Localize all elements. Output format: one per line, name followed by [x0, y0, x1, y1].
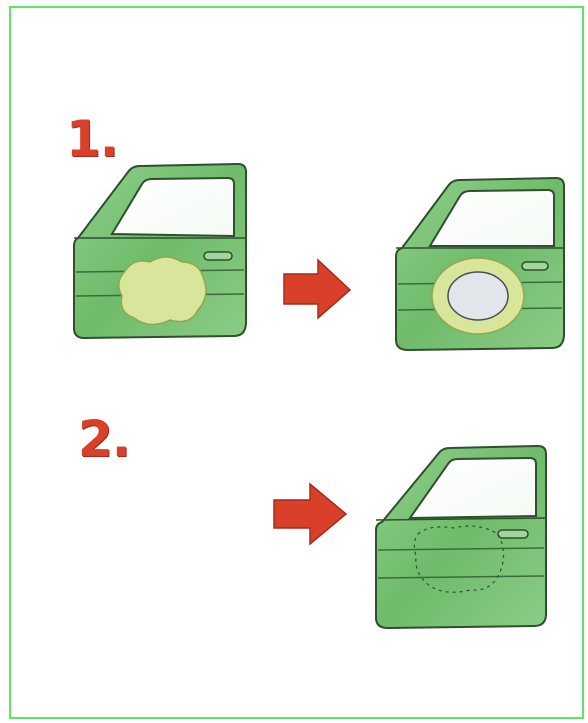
arrow-right-icon [284, 260, 350, 318]
arrow-right-icon [274, 484, 346, 544]
car-door-damaged-icon [74, 164, 246, 338]
car-door-cutout-icon [396, 178, 564, 350]
car-door-repaired-icon [376, 446, 546, 628]
